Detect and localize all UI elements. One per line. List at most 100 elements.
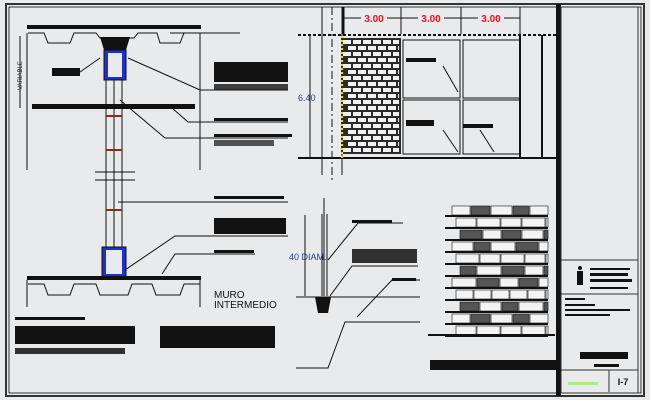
- brick: [378, 130, 386, 134]
- brick: [343, 100, 351, 104]
- brick: [388, 130, 396, 134]
- bond-block: [501, 301, 519, 312]
- brick: [383, 112, 391, 116]
- section-title-line2: INTERMEDIO: [214, 300, 277, 311]
- brick: [368, 94, 376, 98]
- brick: [388, 58, 396, 62]
- approval-stamp: [568, 382, 598, 385]
- brick: [358, 46, 366, 50]
- bond-block: [538, 277, 549, 288]
- bond-block: [512, 313, 530, 324]
- brick: [363, 100, 371, 104]
- brick: [363, 112, 371, 116]
- brick: [398, 106, 399, 110]
- bond-block: [490, 313, 513, 324]
- dim-bay-1: 3.00: [364, 14, 384, 25]
- brick: [343, 76, 351, 80]
- brick: [368, 46, 376, 50]
- brick: [348, 130, 356, 134]
- bond-block: [455, 289, 474, 300]
- brick: [388, 106, 396, 110]
- brick: [398, 130, 399, 134]
- bond-block: [545, 325, 549, 336]
- bond-block: [509, 289, 528, 300]
- brick: [378, 58, 386, 62]
- bond-block: [479, 301, 502, 312]
- brick: [353, 88, 361, 92]
- bond-block: [482, 229, 502, 240]
- brick: [343, 112, 351, 116]
- bond-block: [476, 277, 500, 288]
- brick: [348, 82, 356, 86]
- brick: [368, 142, 376, 146]
- brick: [348, 106, 356, 110]
- bond-block: [521, 325, 546, 336]
- variable-label: VARIABLE: [18, 61, 24, 90]
- bond-block: [491, 289, 510, 300]
- bond-block: [476, 265, 502, 276]
- bond-block: [521, 217, 546, 228]
- brick: [343, 136, 351, 140]
- brick: [363, 148, 371, 152]
- brick: [358, 118, 366, 122]
- bond-block: [476, 217, 501, 228]
- brick: [358, 82, 366, 86]
- brick: [343, 88, 351, 92]
- bond-block: [543, 265, 549, 276]
- brick: [353, 64, 361, 68]
- brick: [353, 40, 361, 44]
- brick: [363, 124, 371, 128]
- bond-block: [529, 205, 549, 216]
- brick: [373, 148, 381, 152]
- brick: [383, 100, 391, 104]
- brick: [388, 70, 396, 74]
- brick: [373, 136, 381, 140]
- bond-block: [451, 205, 471, 216]
- brick: [398, 118, 399, 122]
- brick: [368, 58, 376, 62]
- brick: [373, 100, 381, 104]
- brick: [378, 46, 386, 50]
- brick: [348, 70, 356, 74]
- dim-bay-3: 3.00: [481, 14, 501, 25]
- brick: [358, 58, 366, 62]
- brick: [353, 124, 361, 128]
- bond-block: [512, 205, 530, 216]
- brick: [398, 82, 399, 86]
- brick: [348, 142, 356, 146]
- brick: [383, 124, 391, 128]
- brick: [368, 130, 376, 134]
- logo-icon: [577, 266, 583, 285]
- brick: [383, 40, 391, 44]
- brick: [383, 64, 391, 68]
- bond-block: [529, 313, 549, 324]
- brick: [378, 118, 386, 122]
- brick: [373, 64, 381, 68]
- title-block: I-7: [556, 4, 639, 396]
- bond-block: [455, 253, 480, 264]
- section-title-line1: MURO: [214, 290, 245, 301]
- bond-block: [545, 253, 549, 264]
- sheet-number: I-7: [618, 377, 629, 387]
- brick: [388, 142, 396, 146]
- brick: [398, 142, 399, 146]
- brick: [373, 76, 381, 80]
- brick: [378, 142, 386, 146]
- brick: [398, 70, 399, 74]
- post-detail: 40 DIAM.: [289, 198, 420, 369]
- brick: [353, 76, 361, 80]
- brick: [363, 40, 371, 44]
- brick: [393, 136, 399, 140]
- bond-block: [455, 217, 477, 228]
- post-diameter: 40 DIAM.: [289, 252, 327, 262]
- brick: [393, 100, 399, 104]
- inner-border: [8, 6, 642, 394]
- brick: [348, 94, 356, 98]
- brick: [383, 148, 391, 152]
- bond-block: [545, 217, 549, 228]
- bond-block: [459, 265, 477, 276]
- brick: [363, 52, 371, 56]
- bond-block: [527, 289, 546, 300]
- brick: [358, 106, 366, 110]
- brick: [383, 76, 391, 80]
